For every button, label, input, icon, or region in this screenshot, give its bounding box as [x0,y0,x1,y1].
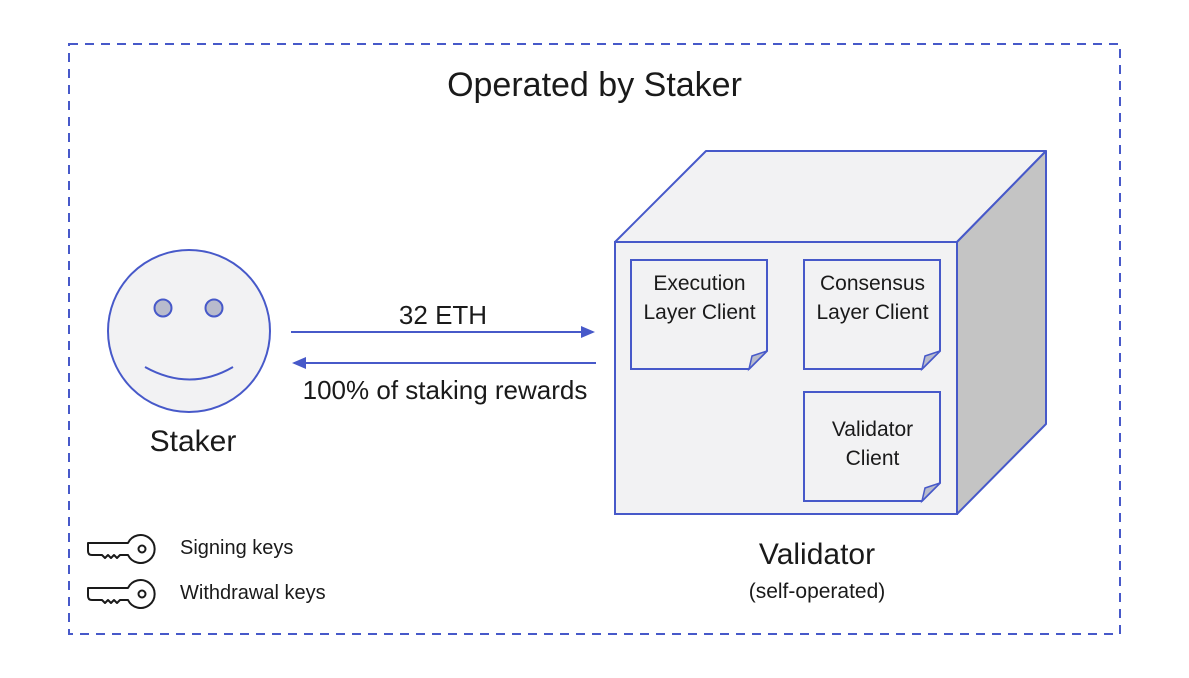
staker-avatar [107,249,271,413]
staker-smile [144,366,234,381]
legend-signing-keys: Signing keys [180,537,294,559]
legend-withdrawal-keys: Withdrawal keys [180,582,326,604]
staker-label: Staker [149,425,237,458]
validator-label: Validator [758,538,876,571]
operated-by-staker-boundary [68,43,1121,635]
staker-face [107,249,271,413]
consensus-layer-client-label: Consensus Layer Client [816,272,929,324]
page-curl-icon [920,482,941,504]
validator-sublabel: (self-operated) [748,580,886,603]
rewards-label: 100% of staking rewards [302,375,588,405]
consensus-layer-client-doc [803,259,941,372]
validator-client-label: Validator Client [831,418,914,470]
validator-client-doc [803,391,941,504]
staker-right-eye [204,298,224,318]
deposit-label: 32 ETH [398,300,488,330]
execution-layer-client-label: Execution Layer Client [643,272,756,324]
execution-layer-client-doc [630,259,768,372]
key-icon [87,534,156,564]
key-icon [87,579,156,609]
staker-left-eye [153,298,173,318]
page-curl-icon [920,350,941,372]
page-curl-icon [747,350,768,372]
diagram-title: Operated by Staker [447,66,742,104]
